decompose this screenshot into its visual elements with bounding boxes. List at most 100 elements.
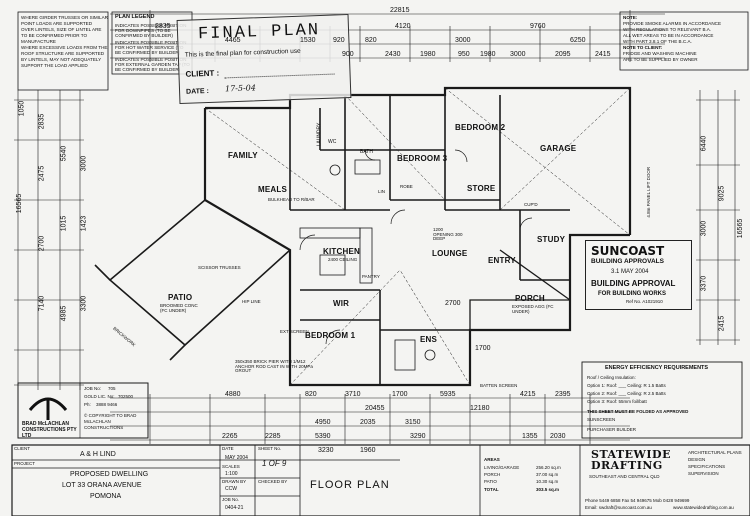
dim-top: 950 [458, 51, 470, 58]
gold-lic-label: GOLD LIC. No: [84, 394, 115, 399]
client-label: CLIENT [14, 446, 31, 451]
energy-line: SUNSCREEN [587, 417, 616, 422]
scale-value: 1:100 [225, 471, 238, 477]
area-row-value: 37.00 sq.m [536, 472, 559, 477]
dim-top: 3000 [510, 51, 526, 58]
dim-top: 4120 [395, 23, 411, 30]
dim-bottom: 2265 [222, 433, 238, 440]
room-bedroom-3: BEDROOM 3 [397, 154, 448, 163]
area-row-value: 303.5 sq.m [536, 487, 560, 492]
lintel-note-line: POINT LOADS ARE SUPPORTED [21, 21, 93, 26]
dim-top: 9760 [530, 23, 546, 30]
dim-bottom: 2035 [360, 419, 376, 426]
checked-label: CHECKED BY [258, 479, 288, 484]
label-scissor-trusses: SCISSOR TRUSSES [198, 265, 241, 270]
dim-left: 3300 [80, 295, 88, 312]
lintel-note-line: ROOF STRUCTURE ARE SUPPORTED [21, 51, 105, 56]
patio-finish: BROOMED CONC (FC UNDER) [160, 303, 198, 313]
energy-line: PURCHASER BUILDER [587, 427, 637, 432]
dim-left: 1015 [60, 215, 68, 232]
drawing-title: FLOOR PLAN [310, 479, 390, 491]
lintel-note-line: WHERE EXCESSIVE LOADS FROM THE [21, 45, 108, 50]
dim-top: 3000 [455, 37, 471, 44]
builder-logo-mark [28, 397, 68, 420]
dim-bottom: 2285 [265, 433, 281, 440]
dim-top: 2095 [555, 51, 571, 58]
note-line: NOTE: [623, 15, 638, 20]
energy-efficiency-box: ENERGY EFFICIENCY REQUIREMENTS Roof / Ce… [585, 364, 740, 436]
dim-bottom: 20455 [365, 405, 385, 412]
label-opening: 1200 OPENING 300 DEEP [433, 227, 463, 241]
dim-left: 5540 [60, 145, 68, 162]
dim-right: 3370 [700, 275, 708, 292]
room-family: FAMILY [228, 151, 258, 160]
label-robe: ROBE [400, 184, 413, 189]
project-line-1: PROPOSED DWELLING [70, 471, 149, 478]
lintel-note-line: TO BE CONFIRMED PRIOR TO [21, 33, 88, 38]
porch-finish: EXPOSED AGG (FC UNDER) [512, 304, 554, 314]
room-patio: PATIO [168, 293, 193, 302]
dim-top: 1530 [300, 37, 316, 44]
drawn-label: DRAWN BY [222, 479, 247, 484]
statewide-web: www.statewidedrafting.com.au [673, 505, 734, 510]
note-line: PROVIDE SMOKE ALARMS IN ACCORDANCE [623, 21, 722, 26]
area-table-header: AREAS [484, 457, 500, 462]
room-wir: WIR [333, 299, 350, 308]
final-plan-stamp: FINAL PLAN This is the final plan for co… [176, 14, 352, 104]
dim-bottom: 12180 [470, 405, 490, 412]
dim-top: 1980 [480, 51, 496, 58]
room-bedroom-2: BEDROOM 2 [455, 123, 506, 132]
job-number: 0404-21 [225, 505, 244, 511]
room-bedroom-1: BEDROOM 1 [305, 331, 356, 340]
label-cupd: CUP'D [524, 202, 538, 207]
room-bath: BATH [360, 149, 373, 155]
date-value: MAY 2004 [225, 455, 248, 461]
dim-left: 3000 [80, 155, 88, 172]
label-bulkhead: BULKHEAD TO R/BAR [268, 197, 315, 202]
area-row-value: 10.30 sq.m [536, 479, 559, 484]
construction-notes: NOTE: PROVIDE SMOKE ALARMS IN ACCORDANCE… [623, 15, 721, 63]
dim-bottom: 1700 [392, 391, 408, 398]
dim-bottom: 2395 [555, 391, 571, 398]
dim-bottom: 1355 [522, 433, 538, 440]
dim-bottom: 3230 [318, 447, 334, 454]
statewide-phone: Phone 5449 6858 Fax 54 949675 Mob 0428 9… [585, 498, 690, 503]
sheet-value: 1 OF 9 [262, 459, 287, 468]
lintel-note-line: MANUFACTURE [21, 39, 56, 44]
drawn-value: CCW [225, 486, 237, 492]
dim-bottom: 3290 [410, 433, 426, 440]
dim-left: 7140 [38, 295, 46, 312]
phone-label: Ph: [84, 402, 91, 407]
dim-top: 900 [342, 51, 354, 58]
legend-item-downpipes: INDICATES POSSIBLE POSITION FOR DOWNPIPE… [115, 22, 187, 38]
job-no: 705 [108, 386, 116, 391]
scales-label: SCALES [222, 464, 240, 469]
dim-bottom: 1960 [360, 447, 376, 454]
dim-left: 2835 [38, 113, 46, 130]
gold-lic: 702500 [118, 394, 134, 399]
dim-bottom: 3710 [345, 391, 361, 398]
dim-right: 6440 [700, 135, 708, 152]
lintel-notes: WHERE GIRDER TRUSSES OR SIMILAR POINT LO… [21, 15, 108, 69]
label-ext-screen: EXT SCREEN [280, 329, 309, 334]
statewide-name: STATEWIDE DRAFTING [591, 448, 671, 472]
client-name: A & H LIND [80, 451, 116, 458]
phone: 3888 9466 [96, 402, 118, 407]
dim-left: 1423 [80, 215, 88, 232]
dim-left: 16565 [16, 193, 24, 214]
note-line: WITH PART 3.8.1 OF THE B.C.A. [623, 39, 692, 44]
label-batten-screen: BATTEN SCREEN [480, 383, 518, 388]
label-hip-line: HIP LINE [242, 299, 261, 304]
plan-legend: PLAN LEGEND INDICATES POSSIBLE POSITION … [115, 14, 190, 71]
dim-left: 4985 [60, 305, 68, 322]
dim-left: 2700 [38, 235, 46, 252]
room-meals: MEALS [258, 185, 287, 194]
dim-left: 1050 [18, 100, 26, 117]
room-kitchen: KITCHEN [323, 247, 360, 256]
dim-top: 6250 [570, 37, 586, 44]
statewide-service: SPECIFICATIONS [688, 464, 726, 469]
label-panel-lift-door: 4.8m PANEL LIFT DOOR [646, 166, 652, 218]
dim-bottom: 5390 [315, 433, 331, 440]
